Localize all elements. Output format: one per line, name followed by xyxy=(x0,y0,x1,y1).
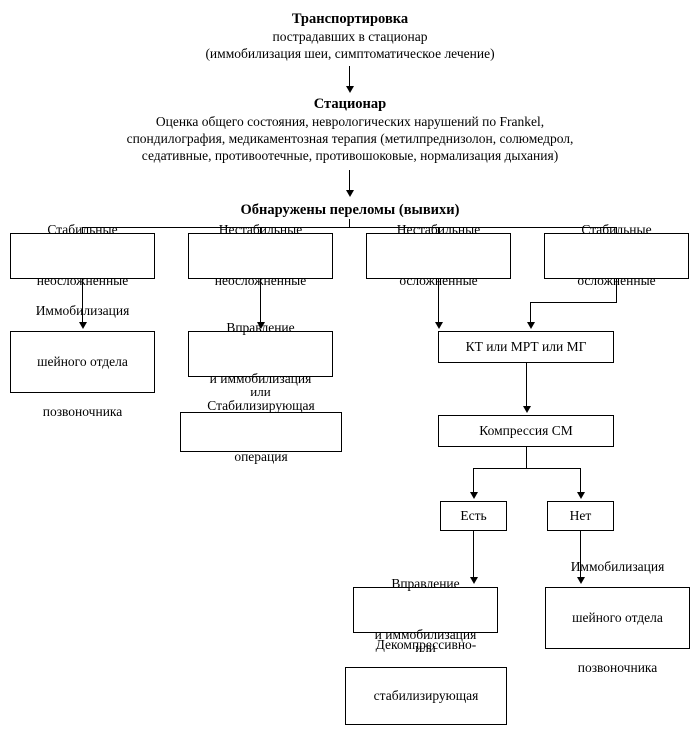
yes-result-line2: и иммобилизация xyxy=(374,626,477,642)
bus-drop-1 xyxy=(82,227,83,233)
arrow-head-branch1 xyxy=(79,322,87,329)
branch2-result2-line1: Стабилизирующая xyxy=(207,398,315,414)
stage2-line2: Оценка общего состояния, неврологических… xyxy=(155,114,545,129)
arrow-head-branch2 xyxy=(257,322,265,329)
branch-box-4-line1: Стабильные xyxy=(581,222,652,238)
title-heading: Транспортировка xyxy=(291,11,409,27)
arrow-head-imaging-to-compression xyxy=(523,406,531,413)
yes-result2-line1: Декомпрессивно- xyxy=(375,636,477,652)
branch-box-4[interactable]: Стабильные осложненные xyxy=(544,222,689,288)
branch-box-3[interactable]: Нестабильные осложненные xyxy=(366,222,511,288)
branch2-result2-line2: операция xyxy=(234,448,288,464)
yes-result-line1: Вправление xyxy=(391,576,460,592)
or-label-2: или xyxy=(415,640,436,655)
branch4-merge-drop xyxy=(530,302,531,326)
stage2-heading: Стационар xyxy=(313,96,387,112)
title-line3: (иммобилизация шеи, симптоматическое леч… xyxy=(205,46,495,61)
bus-drop-3 xyxy=(438,227,439,233)
arrow-head-stage2-to-stage3 xyxy=(346,190,354,197)
bus-drop-4 xyxy=(616,227,617,233)
compression-box[interactable]: Компрессия СМ xyxy=(438,415,614,447)
branch1-result-line1: Иммобилизация xyxy=(35,302,130,318)
arrow-line-branch3 xyxy=(438,279,439,326)
arrow-line-branch4-down xyxy=(616,279,617,303)
arrow-line-branch1 xyxy=(82,279,83,326)
title-line2: пострадавших в стационар xyxy=(272,29,428,44)
yes-result2-box[interactable]: Декомпрессивно- стабилизирующая операция xyxy=(345,637,507,725)
no-result-line1: Иммобилизация xyxy=(570,558,665,574)
branch2-result-line2: и иммобилизация xyxy=(209,370,312,386)
yes-result2-line2: стабилизирующая xyxy=(373,687,479,703)
arrow-head-no-result xyxy=(577,577,585,584)
branch2-result-line1: Вправление xyxy=(226,320,295,336)
arrow-line-title-to-stage2 xyxy=(349,66,350,90)
branch4-merge-horizontal xyxy=(530,302,617,303)
bus-drop-2 xyxy=(260,227,261,233)
arrow-line-yes-to-result xyxy=(473,531,474,581)
no-box[interactable]: Нет xyxy=(547,501,614,531)
arrow-head-yes xyxy=(470,492,478,499)
arrow-head-branch4 xyxy=(527,322,535,329)
branch1-result-line3: позвоночника xyxy=(42,404,123,420)
no-result-line2: шейного отдела xyxy=(572,609,663,625)
branch-box-2-line1: Нестабильные xyxy=(218,222,303,238)
arrow-head-yes-result xyxy=(470,577,478,584)
arrow-head-no xyxy=(577,492,585,499)
arrow-head-branch3 xyxy=(435,322,443,329)
arrow-line-imaging-to-compression xyxy=(526,363,527,410)
branch2-result2-box[interactable]: Стабилизирующая операция xyxy=(180,398,342,464)
bus-stem xyxy=(349,219,350,228)
arrow-line-stage2-to-stage3 xyxy=(349,170,350,194)
branch1-result-box[interactable]: Иммобилизация шейного отдела позвоночник… xyxy=(10,303,155,419)
stage3-heading: Обнаружены переломы (вывихи) xyxy=(240,202,460,218)
arrow-line-no-to-result xyxy=(580,531,581,581)
branch1-result-line2: шейного отдела xyxy=(37,353,128,369)
or-label-1: или xyxy=(250,384,271,399)
compression-split-left-drop xyxy=(473,468,474,496)
bus-horizontal xyxy=(82,227,617,228)
no-result-box[interactable]: Иммобилизация шейного отдела позвоночник… xyxy=(545,559,690,675)
yes-box[interactable]: Есть xyxy=(440,501,507,531)
no-result-line3: позвоночника xyxy=(577,660,658,676)
stage2-line3: спондилография, медикаментозная терапия … xyxy=(126,131,574,146)
branch-box-3-line1: Нестабильные xyxy=(396,222,481,238)
compression-split-right-drop xyxy=(580,468,581,496)
stage2-line4: седативные, противоотечные, противошоков… xyxy=(141,148,559,163)
compression-split-horizontal xyxy=(473,468,580,469)
arrow-head-title-to-stage2 xyxy=(346,86,354,93)
branch-box-2[interactable]: Нестабильные неосложненные xyxy=(188,222,333,288)
branch2-result-box[interactable]: Вправление и иммобилизация xyxy=(188,320,333,386)
compression-split-stem xyxy=(526,447,527,469)
branch-box-1-line1: Стабильные xyxy=(47,222,118,238)
arrow-line-branch2 xyxy=(260,279,261,326)
imaging-box[interactable]: КТ или МРТ или МГ xyxy=(438,331,614,363)
yes-result-box[interactable]: Вправление и иммобилизация xyxy=(353,576,498,642)
